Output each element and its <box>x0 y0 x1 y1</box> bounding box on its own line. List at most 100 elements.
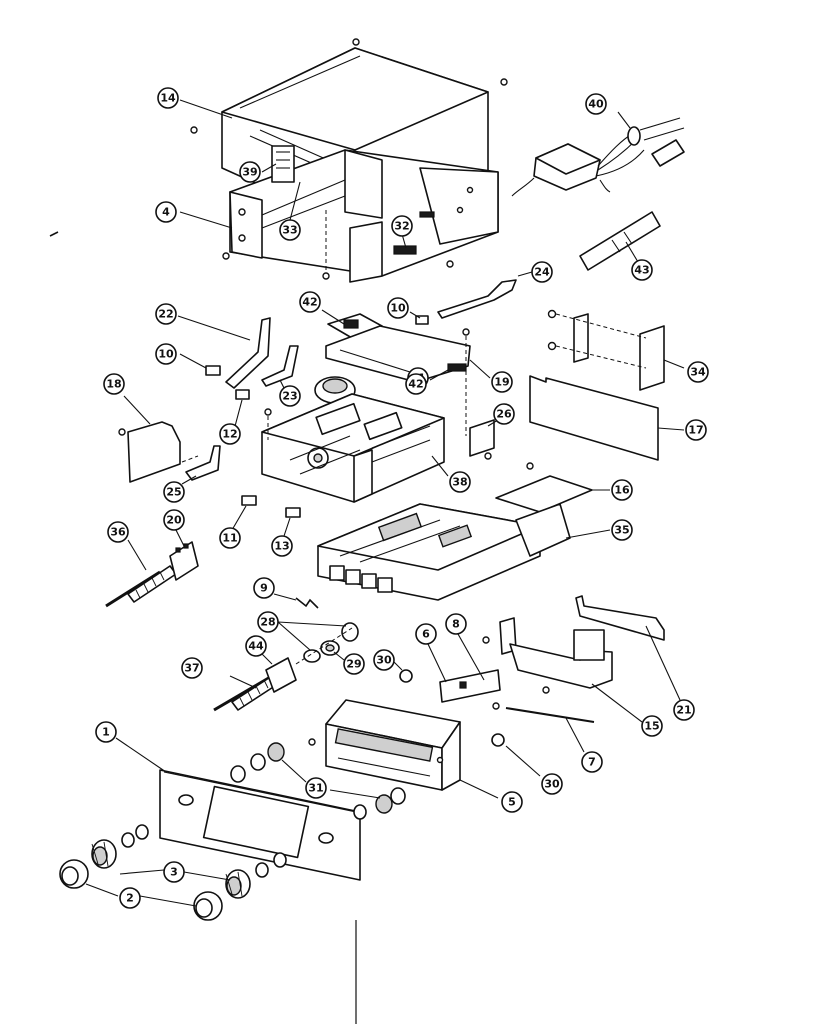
callout-16: 16 <box>611 479 633 501</box>
right-shaft-assembly <box>213 621 359 712</box>
callout-label: 28 <box>260 616 275 629</box>
callout-label: 20 <box>166 514 182 527</box>
callout-label: 11 <box>222 532 237 545</box>
callout-label: 35 <box>614 524 629 537</box>
callout-label: 21 <box>676 704 691 717</box>
callout-37: 37 <box>181 657 203 679</box>
callout-label: 23 <box>282 390 297 403</box>
callout-label: 39 <box>242 166 257 179</box>
callout-label: 30 <box>376 654 392 667</box>
callout-3: 3 <box>163 861 185 883</box>
callout-33: 33 <box>279 219 301 241</box>
callout-label: 38 <box>452 476 467 489</box>
callout-19: 19 <box>491 371 513 393</box>
small-blocks <box>231 495 301 537</box>
callout-17: 17 <box>685 419 707 441</box>
callout-label: 14 <box>160 92 176 105</box>
left-arm-parts <box>177 315 299 431</box>
control-knobs <box>59 824 287 921</box>
callout-40: 40 <box>585 93 607 115</box>
callout-label: 12 <box>222 428 237 441</box>
callout-13: 13 <box>271 535 293 557</box>
nuts-washers <box>230 742 406 820</box>
shield-plate <box>529 375 685 461</box>
front-brackets <box>427 633 595 753</box>
clip-upper <box>393 661 413 683</box>
callout-4: 4 <box>155 201 177 223</box>
callout-25: 25 <box>163 481 185 503</box>
callout-label: 33 <box>282 224 297 237</box>
callout-28: 28 <box>257 611 279 633</box>
rear-bracket <box>547 309 685 391</box>
small-pcb <box>495 462 610 513</box>
callout-12: 12 <box>219 423 241 445</box>
callout-23: 23 <box>279 385 301 407</box>
main-pcb <box>317 503 611 601</box>
callout-label: 16 <box>614 484 630 497</box>
callout-label: 9 <box>260 582 268 595</box>
callout-label: 43 <box>634 264 649 277</box>
callout-26: 26 <box>493 403 515 425</box>
callout-34: 34 <box>687 361 709 383</box>
callout-8: 8 <box>445 613 467 635</box>
tape-mechanism <box>261 376 449 503</box>
callout-14: 14 <box>157 87 179 109</box>
power-cord-assembly <box>511 111 685 271</box>
callout-42-upper: 42 <box>299 291 321 313</box>
callout-label: 5 <box>508 796 516 809</box>
callout-10-lower: 10 <box>155 343 177 365</box>
callout-label: 29 <box>346 658 361 671</box>
callout-44: 44 <box>245 635 267 657</box>
callout-24: 24 <box>531 261 553 283</box>
callout-30-upper: 30 <box>373 649 395 671</box>
callout-label: 10 <box>158 348 174 361</box>
lever-arms <box>321 271 533 436</box>
spring-clip <box>273 593 319 609</box>
callout-label: 36 <box>110 526 126 539</box>
callout-6: 6 <box>415 623 437 645</box>
callout-2: 2 <box>119 887 141 909</box>
callout-21: 21 <box>673 699 695 721</box>
callout-label: 44 <box>248 640 264 653</box>
callout-20: 20 <box>163 509 185 531</box>
callout-label: 42 <box>408 378 423 391</box>
callout-label: 15 <box>644 720 659 733</box>
right-bracket <box>575 595 681 701</box>
callout-label: 4 <box>162 206 170 219</box>
callout-label: 18 <box>106 378 121 391</box>
callout-31: 31 <box>305 777 327 799</box>
callout-15: 15 <box>641 715 663 737</box>
left-pcb <box>118 395 221 485</box>
switch-bracket <box>482 617 643 723</box>
callout-label: 3 <box>170 866 178 879</box>
callout-10-upper: 10 <box>387 297 409 319</box>
callout-label: 42 <box>302 296 317 309</box>
callout-label: 30 <box>544 778 560 791</box>
callout-label: 40 <box>588 98 604 111</box>
callout-label: 6 <box>422 628 430 641</box>
callout-18: 18 <box>103 373 125 395</box>
callout-39: 39 <box>239 161 261 183</box>
callout-9: 9 <box>253 577 275 599</box>
callout-label: 32 <box>394 220 409 233</box>
side-bracket <box>469 419 499 460</box>
callout-22: 22 <box>155 303 177 325</box>
callout-11: 11 <box>219 527 241 549</box>
callout-label: 34 <box>690 366 706 379</box>
callout-38: 38 <box>449 471 471 493</box>
connector-bracket <box>261 145 435 255</box>
callout-label: 2 <box>126 892 134 905</box>
faceplate <box>115 737 361 881</box>
callout-32: 32 <box>391 215 413 237</box>
callout-label: 37 <box>184 662 199 675</box>
callout-label: 31 <box>308 782 323 795</box>
callout-label: 22 <box>158 308 173 321</box>
callout-label: 26 <box>496 408 512 421</box>
main-chassis <box>179 149 499 283</box>
cassette-door <box>308 699 499 799</box>
callout-label: 1 <box>102 726 110 739</box>
callout-label: 10 <box>390 302 406 315</box>
callout-5: 5 <box>501 791 523 813</box>
callout-43: 43 <box>631 259 653 281</box>
callout-35: 35 <box>611 519 633 541</box>
